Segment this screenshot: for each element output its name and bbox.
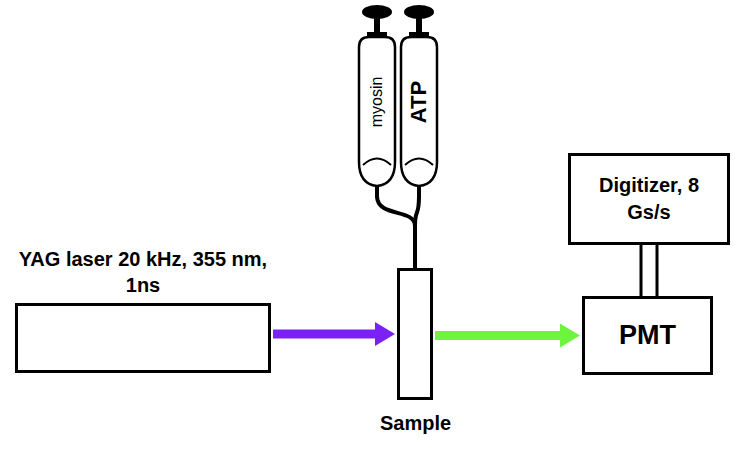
myosin-syringe: myosin [357,2,397,198]
node-label: Sample [380,412,450,435]
connector [641,245,657,296]
node-label: PMT [613,317,682,353]
node-label: myosin [368,77,386,128]
atp-syringe: ATP [399,2,439,198]
laser-box: YAG laser 20 kHz, 355 nm, 1ns [15,246,271,298]
laser-housing [15,303,271,373]
node-label: ATP [406,81,432,123]
pmt-box: PMT [582,296,713,375]
digitizer-box: Digitizer, 8 Gs/s [568,153,730,245]
node-label: Digitizer, 8 Gs/s [571,172,727,226]
connector [435,324,580,348]
node-label: YAG laser 20 kHz, 355 nm, 1ns [15,246,271,298]
connector [273,322,395,346]
connector [377,196,415,268]
connector [415,196,419,268]
cuvette [397,268,433,400]
